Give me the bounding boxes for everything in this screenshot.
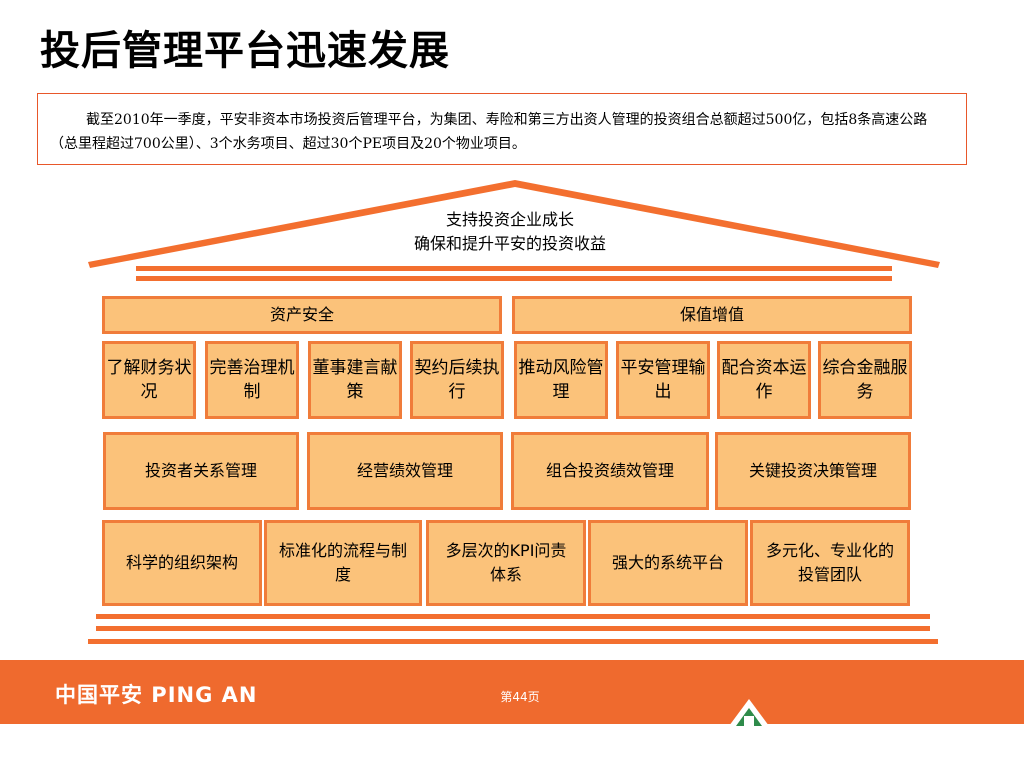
roof-graphic xyxy=(88,180,940,281)
row3-item-4: 强大的系统平台 xyxy=(588,520,748,606)
foundation-bar-1 xyxy=(96,614,930,619)
page-number: 第44页 xyxy=(500,690,540,704)
foundation-bar-3 xyxy=(88,639,938,644)
row3-item-3: 多层次的KPI问责体系 xyxy=(426,520,586,606)
row1-item-2: 完善治理机制 xyxy=(205,341,299,419)
pingan-logo: 中国平安 PING AN xyxy=(55,683,258,707)
house-icon xyxy=(729,699,769,726)
row3-item-2: 标准化的流程与制度 xyxy=(264,520,422,606)
row2-item-4: 关键投资决策管理 xyxy=(715,432,911,510)
roof-line-1: 支持投资企业成长 xyxy=(445,210,574,229)
row3-item-5: 多元化、专业化的投管团队 xyxy=(750,520,910,606)
page-title: 投后管理平台迅速发展 xyxy=(40,28,450,74)
row1-item-8: 综合金融服务 xyxy=(818,341,912,419)
roof-line-2: 确保和提升平安的投资收益 xyxy=(413,234,606,253)
row2-item-1: 投资者关系管理 xyxy=(103,432,299,510)
row2-item-3: 组合投资绩效管理 xyxy=(511,432,709,510)
row1-item-4: 契约后续执行 xyxy=(410,341,504,419)
row1-item-1: 了解财务状况 xyxy=(102,341,196,419)
foundation-bar-2 xyxy=(96,626,930,631)
intro-text-box: 截至2010年一季度，平安非资本市场投资后管理平台，为集团、寿险和第三方出资人管… xyxy=(37,93,967,165)
row1-item-7: 配合资本运作 xyxy=(717,341,811,419)
row3-item-1: 科学的组织架构 xyxy=(102,520,262,606)
row2-item-2: 经营绩效管理 xyxy=(307,432,503,510)
row1-item-3: 董事建言献策 xyxy=(308,341,402,419)
row1-item-5: 推动风险管理 xyxy=(514,341,608,419)
pillar-asset-safety: 资产安全 xyxy=(102,296,502,334)
row1-item-6: 平安管理输出 xyxy=(616,341,710,419)
roof-caption: 支持投资企业成长 确保和提升平安的投资收益 xyxy=(310,208,710,256)
footer-band xyxy=(0,660,1024,724)
pillar-value-growth: 保值增值 xyxy=(512,296,912,334)
